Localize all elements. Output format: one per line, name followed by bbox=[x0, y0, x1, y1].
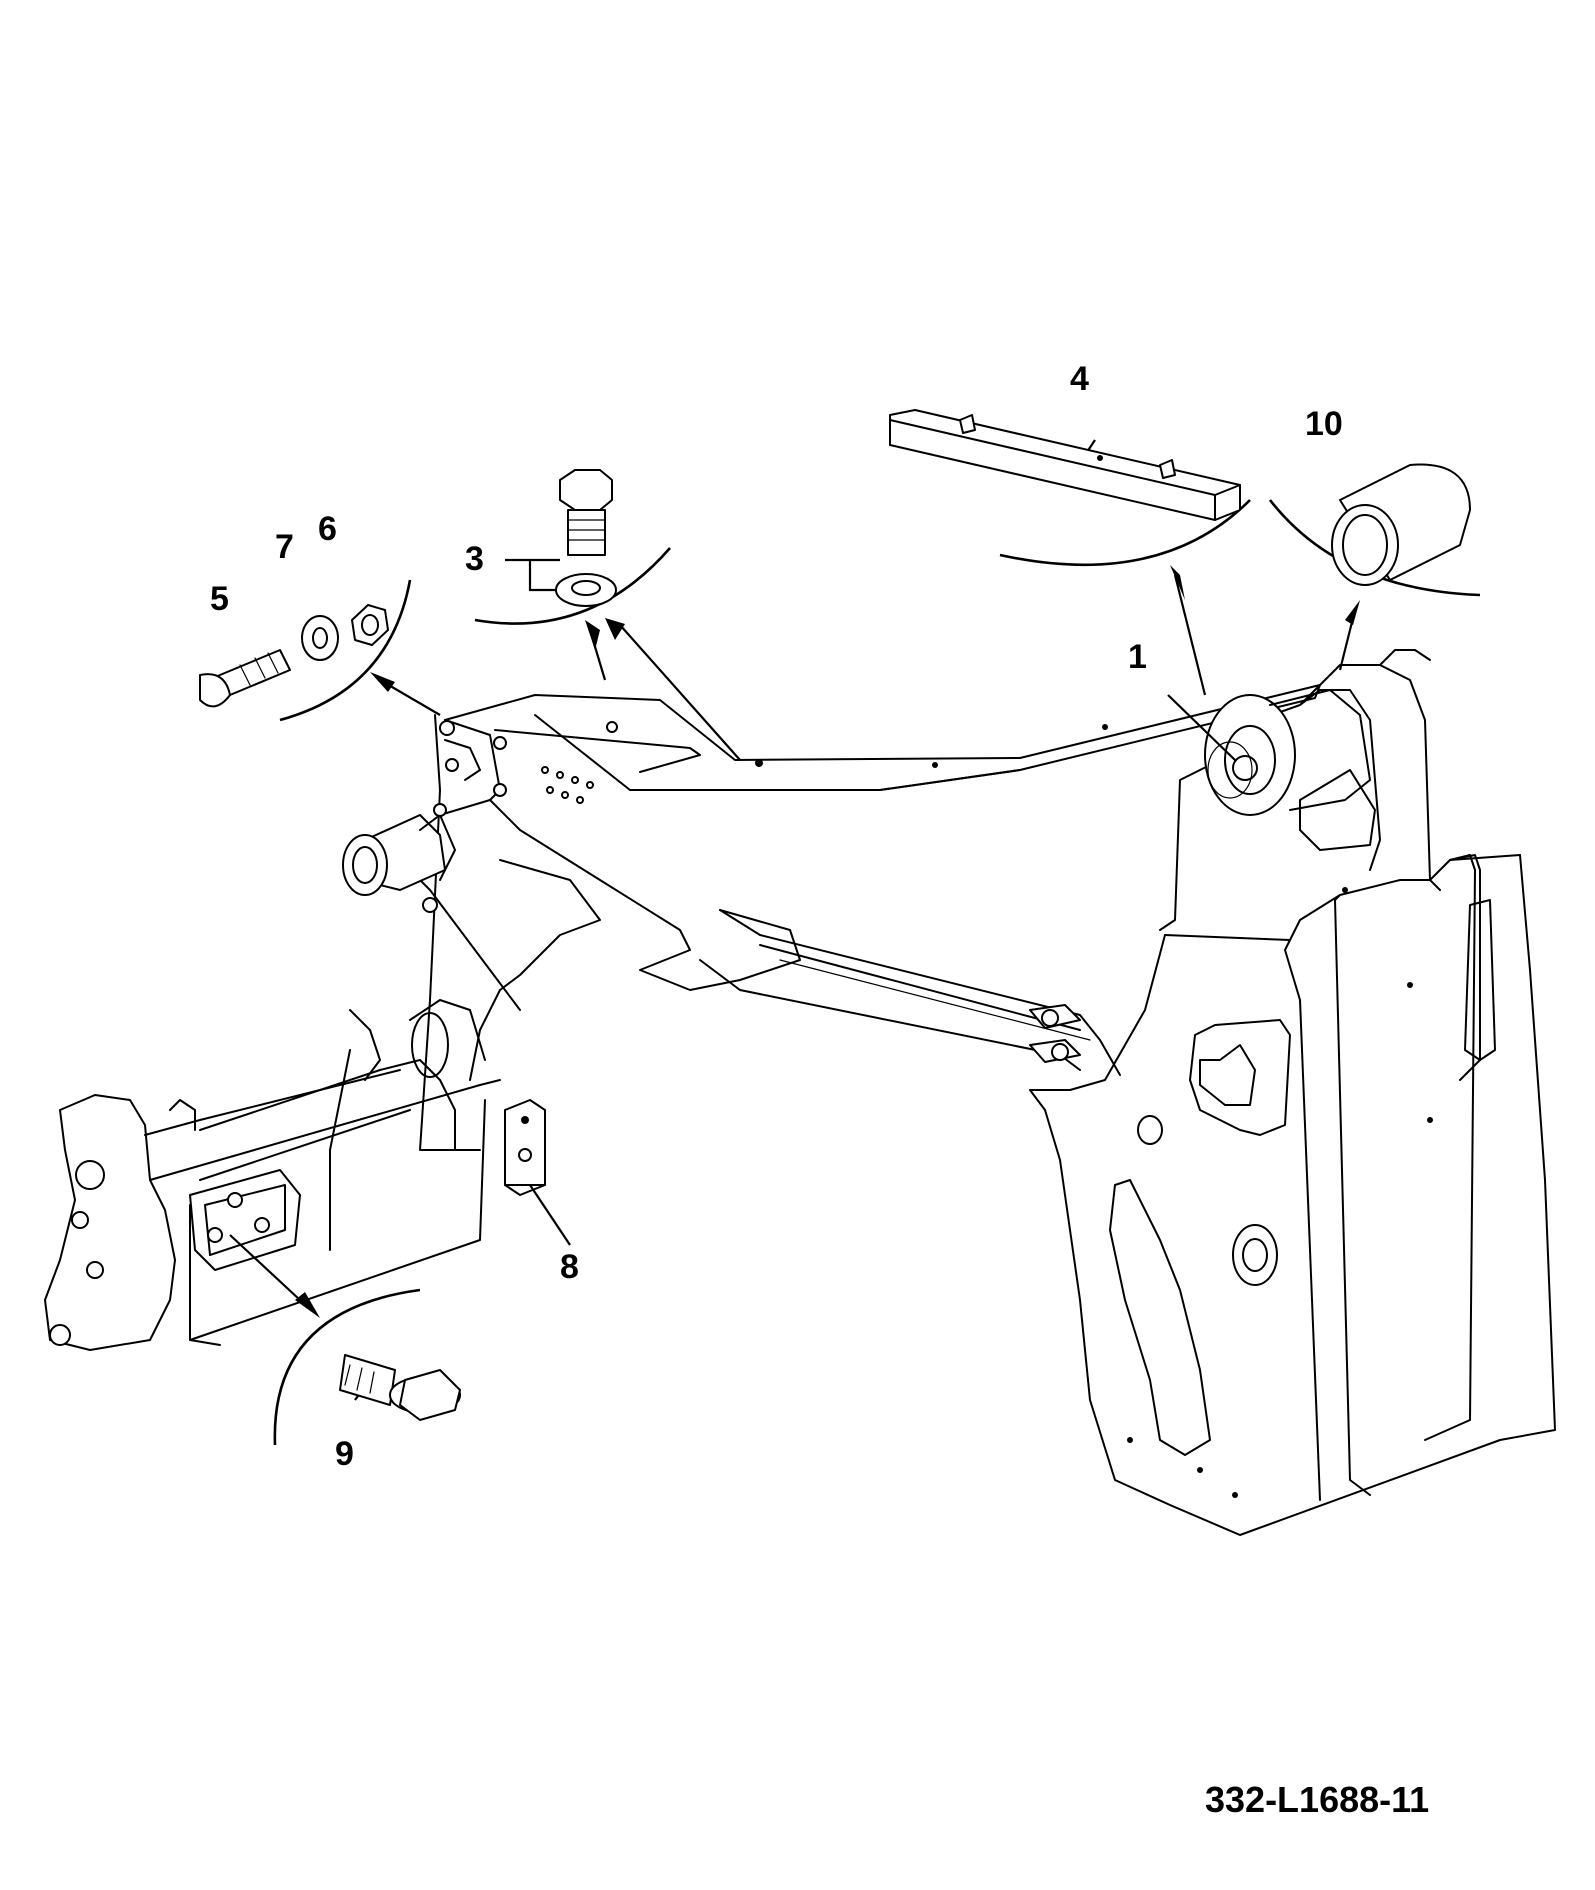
part-6-nut bbox=[351, 604, 389, 646]
part-10-bushing bbox=[1331, 463, 1471, 586]
part-9-flange-bolt bbox=[339, 1354, 461, 1421]
drawing-number: 332-L1688-11 bbox=[1205, 1779, 1429, 1820]
leader-lines bbox=[229, 439, 1360, 1401]
part-5-bolt bbox=[199, 649, 291, 708]
callout-6: 6 bbox=[318, 510, 337, 548]
callout-labels: 1 3 4 5 6 7 8 9 10 332-L1688-11 bbox=[210, 360, 1429, 1820]
part-7-washer bbox=[301, 615, 339, 661]
callout-5: 5 bbox=[210, 580, 229, 618]
boom-frame-assembly bbox=[44, 649, 1556, 1536]
callout-8: 8 bbox=[560, 1248, 579, 1286]
part-3-bolt-washer bbox=[505, 469, 617, 607]
callout-4: 4 bbox=[1070, 360, 1089, 398]
detail-bubbles bbox=[273, 499, 1481, 1446]
callout-10: 10 bbox=[1305, 405, 1343, 443]
callout-9: 9 bbox=[335, 1435, 354, 1473]
callout-7: 7 bbox=[275, 528, 294, 566]
part-4-plate bbox=[889, 409, 1241, 521]
callout-1: 1 bbox=[1128, 638, 1147, 676]
callout-3: 3 bbox=[465, 540, 484, 578]
